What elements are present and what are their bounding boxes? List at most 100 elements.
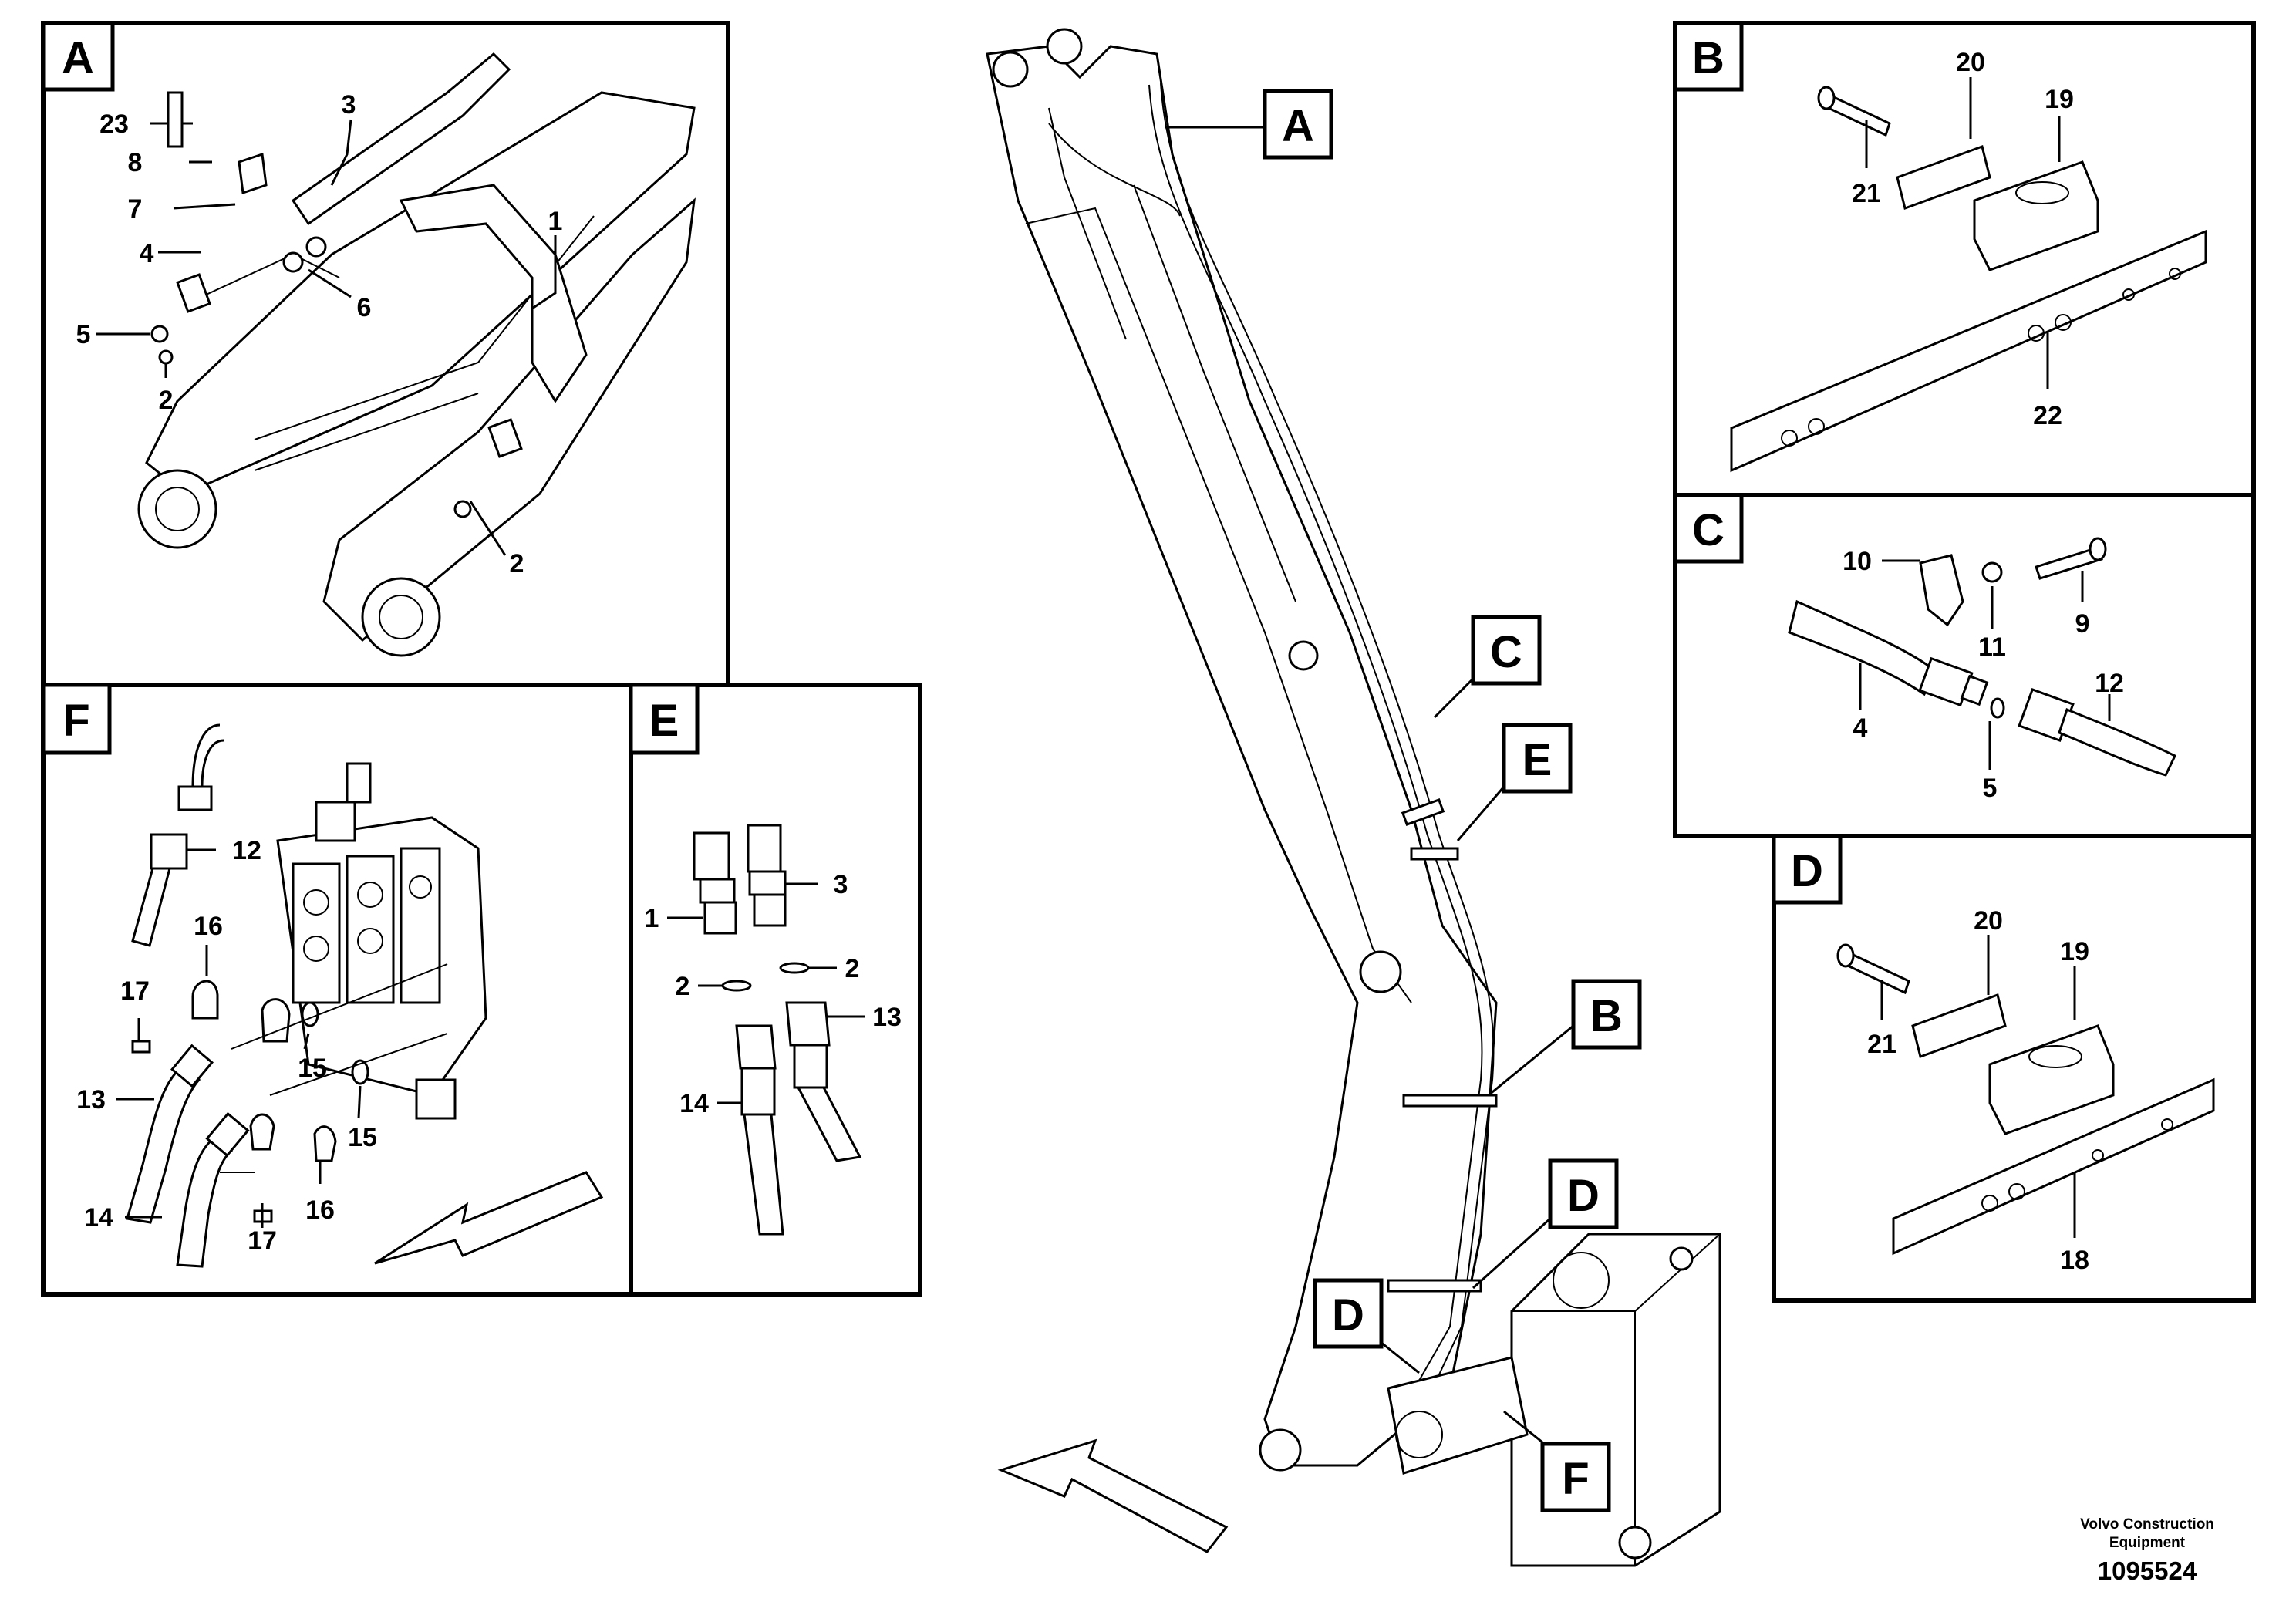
callout-17: 17 xyxy=(120,976,150,1006)
callout-5: 5 xyxy=(1983,774,1998,803)
svg-text:D: D xyxy=(1567,1171,1600,1221)
callout-2: 2 xyxy=(676,972,690,1001)
valve-block-drawing xyxy=(1510,1233,1721,1567)
callout-19: 19 xyxy=(2060,937,2089,966)
o-ring-icon xyxy=(721,980,752,992)
clamp-plate-drawing xyxy=(1730,86,2207,473)
panel-d-tag: D xyxy=(1791,846,1823,896)
panel-b: B 20 19 21 22 xyxy=(1673,21,2256,497)
hose-line xyxy=(1160,83,1495,1420)
callout-2: 2 xyxy=(845,954,860,983)
panel-b-tag-box xyxy=(1673,21,1744,92)
panel-d-leaders xyxy=(1880,935,2076,1238)
control-valve-drawing xyxy=(276,762,487,1120)
panel-d: D 20 19 21 18 xyxy=(1772,834,2256,1303)
callout-16: 16 xyxy=(194,912,223,941)
panel-a: A xyxy=(41,21,730,687)
panel-e-leaders xyxy=(667,882,865,1104)
callout-4: 4 xyxy=(140,239,154,268)
callout-15: 15 xyxy=(298,1054,327,1083)
callout-20: 20 xyxy=(1974,906,2003,936)
panel-c-tag-box xyxy=(1673,493,1744,564)
callout-4: 4 xyxy=(1853,713,1868,743)
callout-1: 1 xyxy=(645,904,659,933)
callout-19: 19 xyxy=(2045,85,2074,114)
panel-f-tag: F xyxy=(62,696,89,746)
document-number: 1095524 xyxy=(2097,1556,2197,1585)
panel-e-tag-box xyxy=(629,683,700,755)
callout-7: 7 xyxy=(128,194,143,224)
hose-3 xyxy=(747,824,787,927)
panel-a-tag-box xyxy=(41,21,115,92)
overview-tag-b: B xyxy=(1571,979,1642,1050)
manufacturer-label: Volvo Construction Equipment xyxy=(2080,1516,2214,1551)
panel-b-leaders xyxy=(1865,77,2061,389)
callout-23: 23 xyxy=(99,110,129,139)
o-ring-icon xyxy=(158,349,174,365)
svg-text:E: E xyxy=(1522,735,1553,785)
panel-e-frame xyxy=(629,683,922,1297)
panel-c-tag: C xyxy=(1692,505,1725,555)
overview-tag-f: F xyxy=(1540,1442,1611,1512)
callout-15: 15 xyxy=(348,1123,377,1152)
panel-a-leaders xyxy=(96,119,557,556)
o-ring-icon xyxy=(150,325,169,343)
callout-18: 18 xyxy=(2060,1246,2089,1275)
overview-leaders xyxy=(1165,126,1574,1444)
panel-b-tag: B xyxy=(1692,33,1725,83)
callout-12: 12 xyxy=(232,836,261,865)
hose-14 xyxy=(176,1111,250,1268)
panel-f-tag-box xyxy=(41,683,112,755)
hose-fitting-drawing xyxy=(1788,537,2176,777)
hose-line xyxy=(1148,84,1483,1412)
callout-11: 11 xyxy=(1978,632,2006,662)
callout-8: 8 xyxy=(128,148,143,177)
svg-text:D: D xyxy=(1332,1290,1364,1340)
callout-21: 21 xyxy=(1852,179,1881,208)
callout-5: 5 xyxy=(76,320,91,349)
svg-text:C: C xyxy=(1490,627,1522,677)
svg-text:A: A xyxy=(1282,101,1314,151)
callout-10: 10 xyxy=(1843,547,1872,576)
callout-21: 21 xyxy=(1867,1030,1896,1059)
callout-2: 2 xyxy=(159,386,174,415)
machine-direction-arrow-icon xyxy=(997,1438,1229,1553)
callout-3: 3 xyxy=(834,870,848,899)
hose-14 xyxy=(735,1024,784,1236)
callout-1: 1 xyxy=(548,207,563,236)
callout-16: 16 xyxy=(305,1195,335,1225)
hose-13 xyxy=(126,1044,214,1224)
callout-13: 13 xyxy=(76,1085,106,1114)
panel-c-frame xyxy=(1673,493,2256,838)
direction-arrow-icon xyxy=(374,1171,604,1265)
overview-tag-c: C xyxy=(1471,615,1542,686)
overview-tag-d-upper: D xyxy=(1548,1158,1619,1229)
callout-9: 9 xyxy=(2075,609,2090,639)
panel-c: C 10 9 11 4 12 5 xyxy=(1673,493,2256,838)
callout-17: 17 xyxy=(248,1226,277,1256)
callout-22: 22 xyxy=(2033,401,2062,430)
callout-14: 14 xyxy=(84,1203,113,1233)
svg-text:B: B xyxy=(1590,991,1623,1041)
boom-overview xyxy=(986,28,1721,1567)
panel-d-tag-box xyxy=(1772,834,1843,905)
panel-a-tag: A xyxy=(62,33,94,83)
hose-1 xyxy=(693,831,737,935)
panel-d-frame xyxy=(1772,834,2256,1303)
hose-12 xyxy=(131,723,224,947)
callout-14: 14 xyxy=(679,1089,709,1118)
bolt-icon xyxy=(167,91,184,148)
callout-13: 13 xyxy=(872,1003,902,1032)
panel-e-tag: E xyxy=(649,696,679,746)
overview-tag-d-lower: D xyxy=(1313,1278,1384,1349)
panel-c-leaders xyxy=(1859,559,2111,770)
boom-top-drawing xyxy=(137,52,696,657)
overview-tag-a: A xyxy=(1263,89,1333,160)
panel-e: E 3 1 xyxy=(629,683,922,1297)
panel-f: F xyxy=(41,683,633,1297)
overview-tag-e: E xyxy=(1502,723,1573,794)
clamp-plate-drawing xyxy=(1836,943,2215,1256)
panel-f-small-parts xyxy=(131,963,448,1223)
o-ring-icon xyxy=(779,962,810,974)
